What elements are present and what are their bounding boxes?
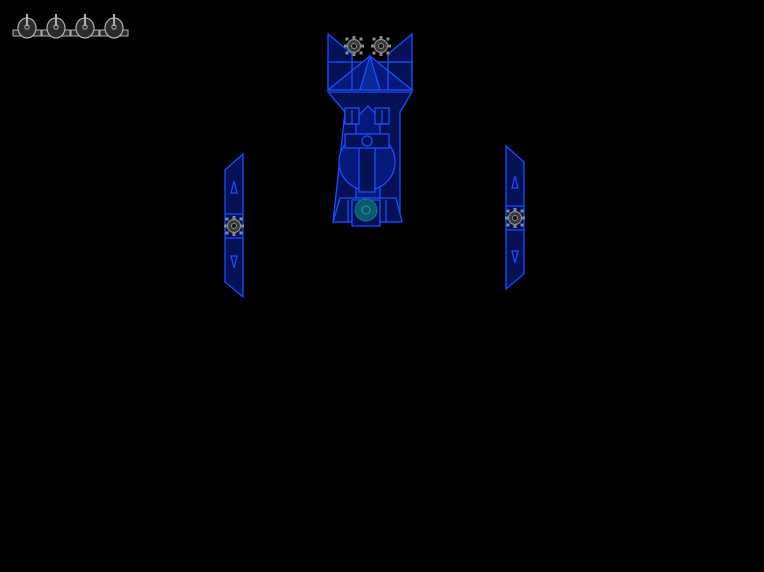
boss-main-hull[interactable]	[326, 32, 414, 227]
gear-turret-icon[interactable]	[223, 215, 245, 237]
player-ship-icon	[12, 14, 42, 39]
player-ship-icon	[41, 14, 71, 39]
gear-turret-icon[interactable]	[343, 35, 365, 57]
gear-turret-icon[interactable]	[504, 207, 526, 229]
gear-turret-icon[interactable]	[370, 35, 392, 57]
player-ship-icon	[70, 14, 100, 39]
lives-hud	[12, 12, 132, 44]
player-ship-icon	[99, 14, 129, 39]
